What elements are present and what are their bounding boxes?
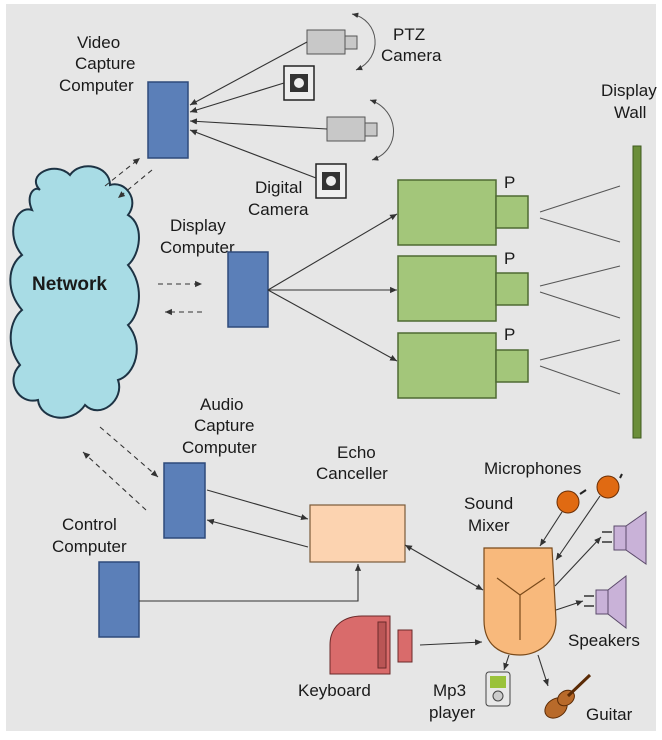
ptz-label-2: Camera [381, 46, 442, 65]
speakers-label: Speakers [568, 631, 640, 650]
audio-capture-computer [163, 462, 206, 539]
speaker-1 [602, 511, 647, 565]
display-computer-label-2: Computer [160, 238, 235, 257]
echo-label-2: Canceller [316, 464, 388, 483]
display-wall-label-2: Wall [614, 103, 646, 122]
dash-network-to-capture [104, 157, 141, 187]
digital-camera-label-2: Camera [248, 200, 309, 219]
ptz-rotation-arc-2 [369, 99, 394, 161]
video-capture-label-2: Capture [75, 54, 135, 73]
arrow-ptz1-to-capture [189, 41, 308, 106]
dash-network-to-audio [99, 426, 159, 478]
control-computer [98, 561, 140, 638]
audio-capture-label-3: Computer [182, 438, 257, 457]
ptz-label-1: PTZ [393, 25, 425, 44]
arrow-mic2-to-mixer [555, 495, 601, 561]
display-wall-label-1: Display [601, 81, 657, 100]
digital-camera-icon-2 [315, 163, 347, 199]
sound-mixer-label-2: Mixer [468, 516, 510, 535]
arrow-mixer-to-guitar [537, 654, 549, 687]
mp3-player-icon [485, 671, 511, 707]
display-wall [632, 145, 642, 439]
arrow-mixer-to-speaker2 [555, 600, 584, 611]
arrow-echo-to-audio [206, 518, 309, 548]
mp3-label-1: Mp3 [433, 681, 466, 700]
sound-mixer-label-1: Sound [464, 494, 513, 513]
video-capture-label-3: Computer [59, 76, 134, 95]
arrow-audio-to-echo [206, 489, 309, 521]
mp3-label-2: player [429, 703, 476, 722]
microphone-1 [556, 489, 587, 514]
audio-capture-label-2: Capture [194, 416, 254, 435]
digital-camera-icon-1 [283, 65, 315, 101]
projector-1: P [397, 173, 529, 246]
arrow-display-to-proj3 [267, 289, 398, 362]
arrow-display-to-proj1 [267, 213, 398, 291]
ptz-camera-1 [306, 29, 358, 55]
arrow-mixer-to-mp3 [503, 654, 510, 671]
ptz-rotation-arc-1 [351, 12, 376, 71]
arrow-control-to-echo [139, 564, 362, 602]
audio-capture-label-1: Audio [200, 395, 243, 414]
control-label-1: Control [62, 515, 117, 534]
keyboard-label: Keyboard [298, 681, 371, 700]
projector-3: P [397, 325, 529, 399]
display-computer [227, 251, 269, 328]
projector-1-label: P [504, 173, 515, 192]
dash-capture-to-network [117, 169, 153, 199]
projector-2: P [397, 249, 529, 322]
arrow-echo-mixer [404, 544, 484, 591]
projector-beams [539, 185, 621, 395]
control-label-2: Computer [52, 537, 127, 556]
arrow-ptz2-to-capture [189, 118, 328, 130]
arrow-keyboard-to-mixer [419, 639, 483, 646]
microphone-2 [596, 473, 623, 499]
microphones-label: Microphones [484, 459, 581, 478]
digital-camera-label-1: Digital [255, 178, 302, 197]
guitar-icon [544, 673, 592, 719]
display-computer-label-1: Display [170, 216, 226, 235]
arrow-digital2-to-capture [189, 129, 317, 179]
video-capture-computer [147, 81, 189, 159]
network-cloud: Network [9, 165, 140, 419]
arrow-mixer-to-speaker1 [554, 536, 602, 587]
arrow-mic1-to-mixer [539, 511, 563, 547]
echo-canceller [309, 504, 406, 563]
guitar-label: Guitar [586, 705, 633, 724]
projector-3-label: P [504, 325, 515, 344]
mixer-y-symbol [496, 577, 546, 640]
projector-2-label: P [504, 249, 515, 268]
arrow-digital1-to-capture [189, 82, 285, 113]
echo-label-1: Echo [337, 443, 376, 462]
speaker-2 [584, 574, 627, 630]
keyboard-icon [329, 615, 413, 675]
video-capture-label-1: Video [77, 33, 120, 52]
network-label: Network [32, 274, 107, 295]
